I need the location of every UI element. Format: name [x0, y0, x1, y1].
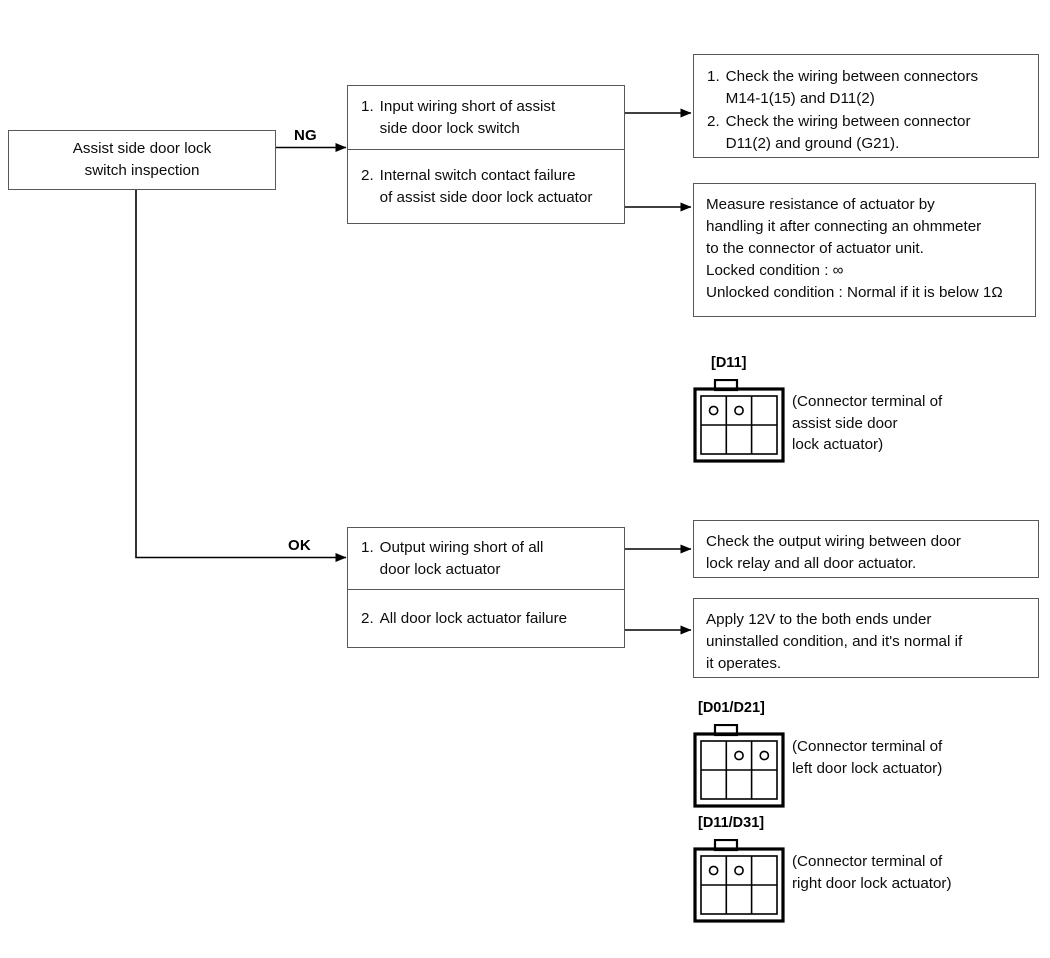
ok-action-2-text: Apply 12V to the both ends under uninsta… [706, 611, 963, 672]
connector-d11-caption: (Connector terminal of assist side door … [792, 393, 943, 454]
ng-cause-2-number: 2. [361, 167, 374, 185]
ng-action-box-2: Measure resistance of actuator by handli… [693, 183, 1036, 317]
ok-cause-1-text: Output wiring short of all door lock act… [379, 538, 544, 578]
branch-label-ng: NG [294, 127, 317, 144]
ng-action-2-text: Measure resistance of actuator by handli… [706, 196, 1003, 301]
connector-symbol-d11: [D11] (Connector terminal of assist side… [693, 355, 1033, 463]
edge-start-to-ok [135, 190, 347, 562]
ng-cause-1-number: 1. [361, 97, 374, 115]
connector-d01-d21-caption: (Connector terminal of left door lock ac… [792, 738, 943, 777]
ng-action-box-1: 1. Check the wiring between connectors M… [693, 54, 1039, 158]
connector-d11-tag: [D11] [711, 355, 747, 371]
connector-d11-d31-graphic [693, 839, 785, 923]
ng-cause-1-text: Input wiring short of assist side door l… [379, 97, 556, 137]
ng-action-1-item-1-number: 1. [707, 68, 720, 85]
ng-cause-row-2: 2. Internal switch contact failure of as… [348, 149, 624, 224]
ng-cause-item-2: 2. Internal switch contact failure of as… [348, 165, 602, 208]
ng-cause-item-1: 1. Input wiring short of assist side doo… [348, 96, 565, 139]
ok-cause-row-2: 2. All door lock actuator failure [348, 589, 624, 648]
connector-symbol-d11-d31: [D11/D31] (Connector terminal of right d… [693, 815, 1033, 923]
ok-cause-item-1: 1. Output wiring short of all door lock … [348, 537, 553, 580]
ng-cause-row-1: 1. Input wiring short of assist side doo… [348, 86, 624, 149]
ng-causes-box: 1. Input wiring short of assist side doo… [347, 85, 625, 224]
ng-action-1-item-2-text: Check the wiring between connector D11(2… [725, 113, 971, 152]
ng-cause-2-text: Internal switch contact failure of assis… [379, 167, 593, 206]
ok-cause-2-number: 2. [361, 610, 374, 628]
ok-cause-1-number: 1. [361, 538, 374, 556]
connector-d11-graphic [693, 379, 785, 463]
ng-action-1-item-1-text: Check the wiring between connectors M14-… [725, 68, 979, 107]
ok-action-1-text: Check the output wiring between door loc… [706, 533, 961, 572]
branch-label-ok: OK [288, 537, 311, 554]
ok-action-box-1: Check the output wiring between door loc… [693, 520, 1039, 578]
connector-d11-d31-caption: (Connector terminal of right door lock a… [792, 853, 952, 892]
start-box-label: Assist side door lock switch inspection [72, 139, 212, 179]
start-box: Assist side door lock switch inspection [8, 130, 276, 190]
ng-action-1-item-2: 2. Check the wiring between connector D1… [694, 111, 1038, 154]
ok-action-box-2: Apply 12V to the both ends under uninsta… [693, 598, 1039, 678]
ok-cause-item-2: 2. All door lock actuator failure [348, 608, 577, 630]
ok-cause-row-1: 1. Output wiring short of all door lock … [348, 528, 624, 589]
ng-action-1-item-2-number: 2. [707, 113, 720, 131]
connector-d11-d31-tag: [D11/D31] [698, 815, 765, 831]
ok-cause-2-text: All door lock actuator failure [379, 610, 568, 628]
connector-d01-d21-tag: [D01/D21] [698, 700, 765, 716]
ok-causes-box: 1. Output wiring short of all door lock … [347, 527, 625, 648]
ng-action-1-item-1: 1. Check the wiring between connectors M… [694, 66, 1038, 109]
connector-symbol-d01-d21: [D01/D21] (Connector terminal of left do… [693, 700, 1033, 808]
connector-d01-d21-graphic [693, 724, 785, 808]
